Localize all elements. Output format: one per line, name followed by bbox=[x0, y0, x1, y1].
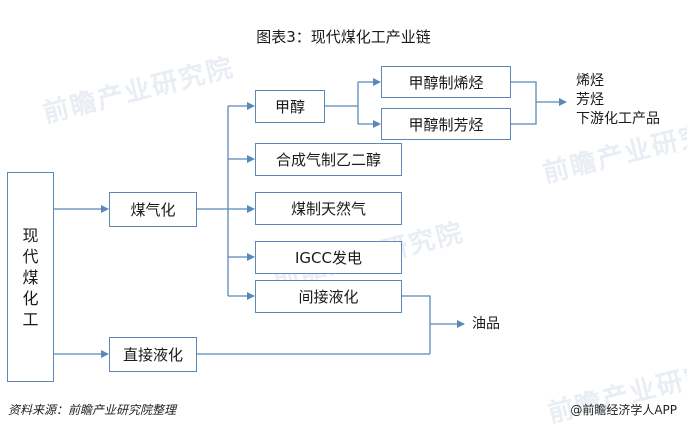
node-direct-liquefaction: 直接液化 bbox=[109, 337, 197, 372]
diagram-title: 图表3：现代煤化工产业链 bbox=[256, 28, 431, 46]
line-indirect-to-merge bbox=[402, 295, 431, 354]
node-coal-to-sng: 煤制天然气 bbox=[255, 192, 402, 225]
node-methanol-to-olefins: 甲醇制烯烃 bbox=[381, 66, 511, 98]
node-indirect-liquefaction: 间接液化 bbox=[255, 280, 402, 313]
source-note: 资料来源：前瞻产业研究院整理 bbox=[8, 403, 177, 417]
line-methanol-branch bbox=[324, 82, 359, 124]
node-syngas-ethylene-glycol: 合成气制乙二醇 bbox=[255, 143, 402, 176]
node-modern-coal-chemical: 现 代 煤 化 工 bbox=[7, 172, 54, 382]
line-olefins-to-products bbox=[510, 81, 537, 125]
node-coal-gasification: 煤气化 bbox=[109, 192, 197, 227]
node-igcc: IGCC发电 bbox=[255, 241, 402, 274]
node-methanol: 甲醇 bbox=[255, 90, 325, 123]
downstream-products: 烯烃 芳烃 下游化工产品 bbox=[576, 73, 660, 127]
product-oil: 油品 bbox=[472, 316, 500, 332]
brand-credit: @前瞻经济学人APP bbox=[570, 403, 677, 417]
node-methanol-to-aromatics: 甲醇制芳烃 bbox=[381, 108, 511, 140]
